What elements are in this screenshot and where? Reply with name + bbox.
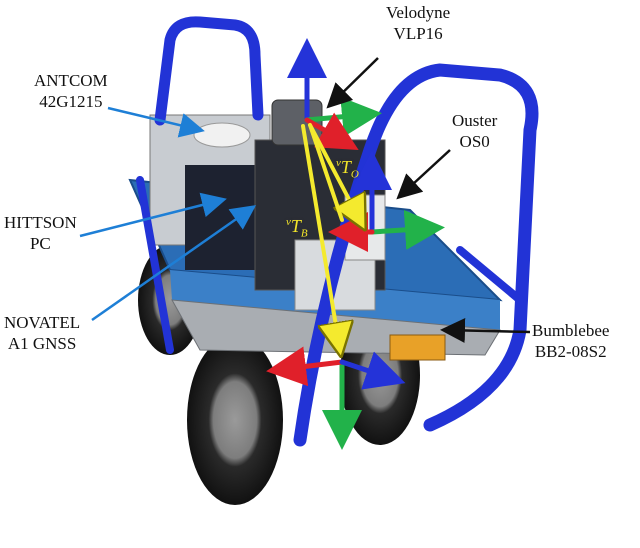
- hittson-pointer: [79, 192, 227, 238]
- transform-velodyne-to-base: [301, 124, 340, 350]
- transform-arrows: [301, 123, 362, 350]
- ouster-pointer: [396, 149, 451, 200]
- transform-velodyne-to-ouster: [308, 123, 362, 224]
- antcom-antenna: [193, 122, 251, 148]
- handle-frame: [136, 16, 539, 447]
- front-left-wheel: [187, 335, 283, 505]
- novatel-pointer: [91, 205, 257, 322]
- bumblebee-pointer: [440, 317, 531, 343]
- label-pointers: [79, 57, 531, 343]
- velodyne-pointer: [326, 57, 379, 109]
- transform-to-label: vTO: [336, 157, 359, 181]
- hittson-label: HITTSON PC: [4, 213, 77, 253]
- antcom-pointer: [107, 106, 205, 138]
- bumblebee-camera: [389, 334, 446, 361]
- novatel-label: NOVATEL A1 GNSS: [4, 313, 81, 353]
- velodyne-label: Velodyne VLP16: [386, 3, 451, 43]
- ouster-label: Ouster OS0: [452, 111, 498, 151]
- base-frame-axes: [266, 346, 406, 450]
- antcom-label: ANTCOM 42G1215: [34, 71, 108, 111]
- bumblebee-label: Bumblebee BB2-08S2: [532, 321, 610, 361]
- velodyne-frame-axes: [287, 38, 382, 151]
- transform-tb-label: vTB: [286, 216, 308, 240]
